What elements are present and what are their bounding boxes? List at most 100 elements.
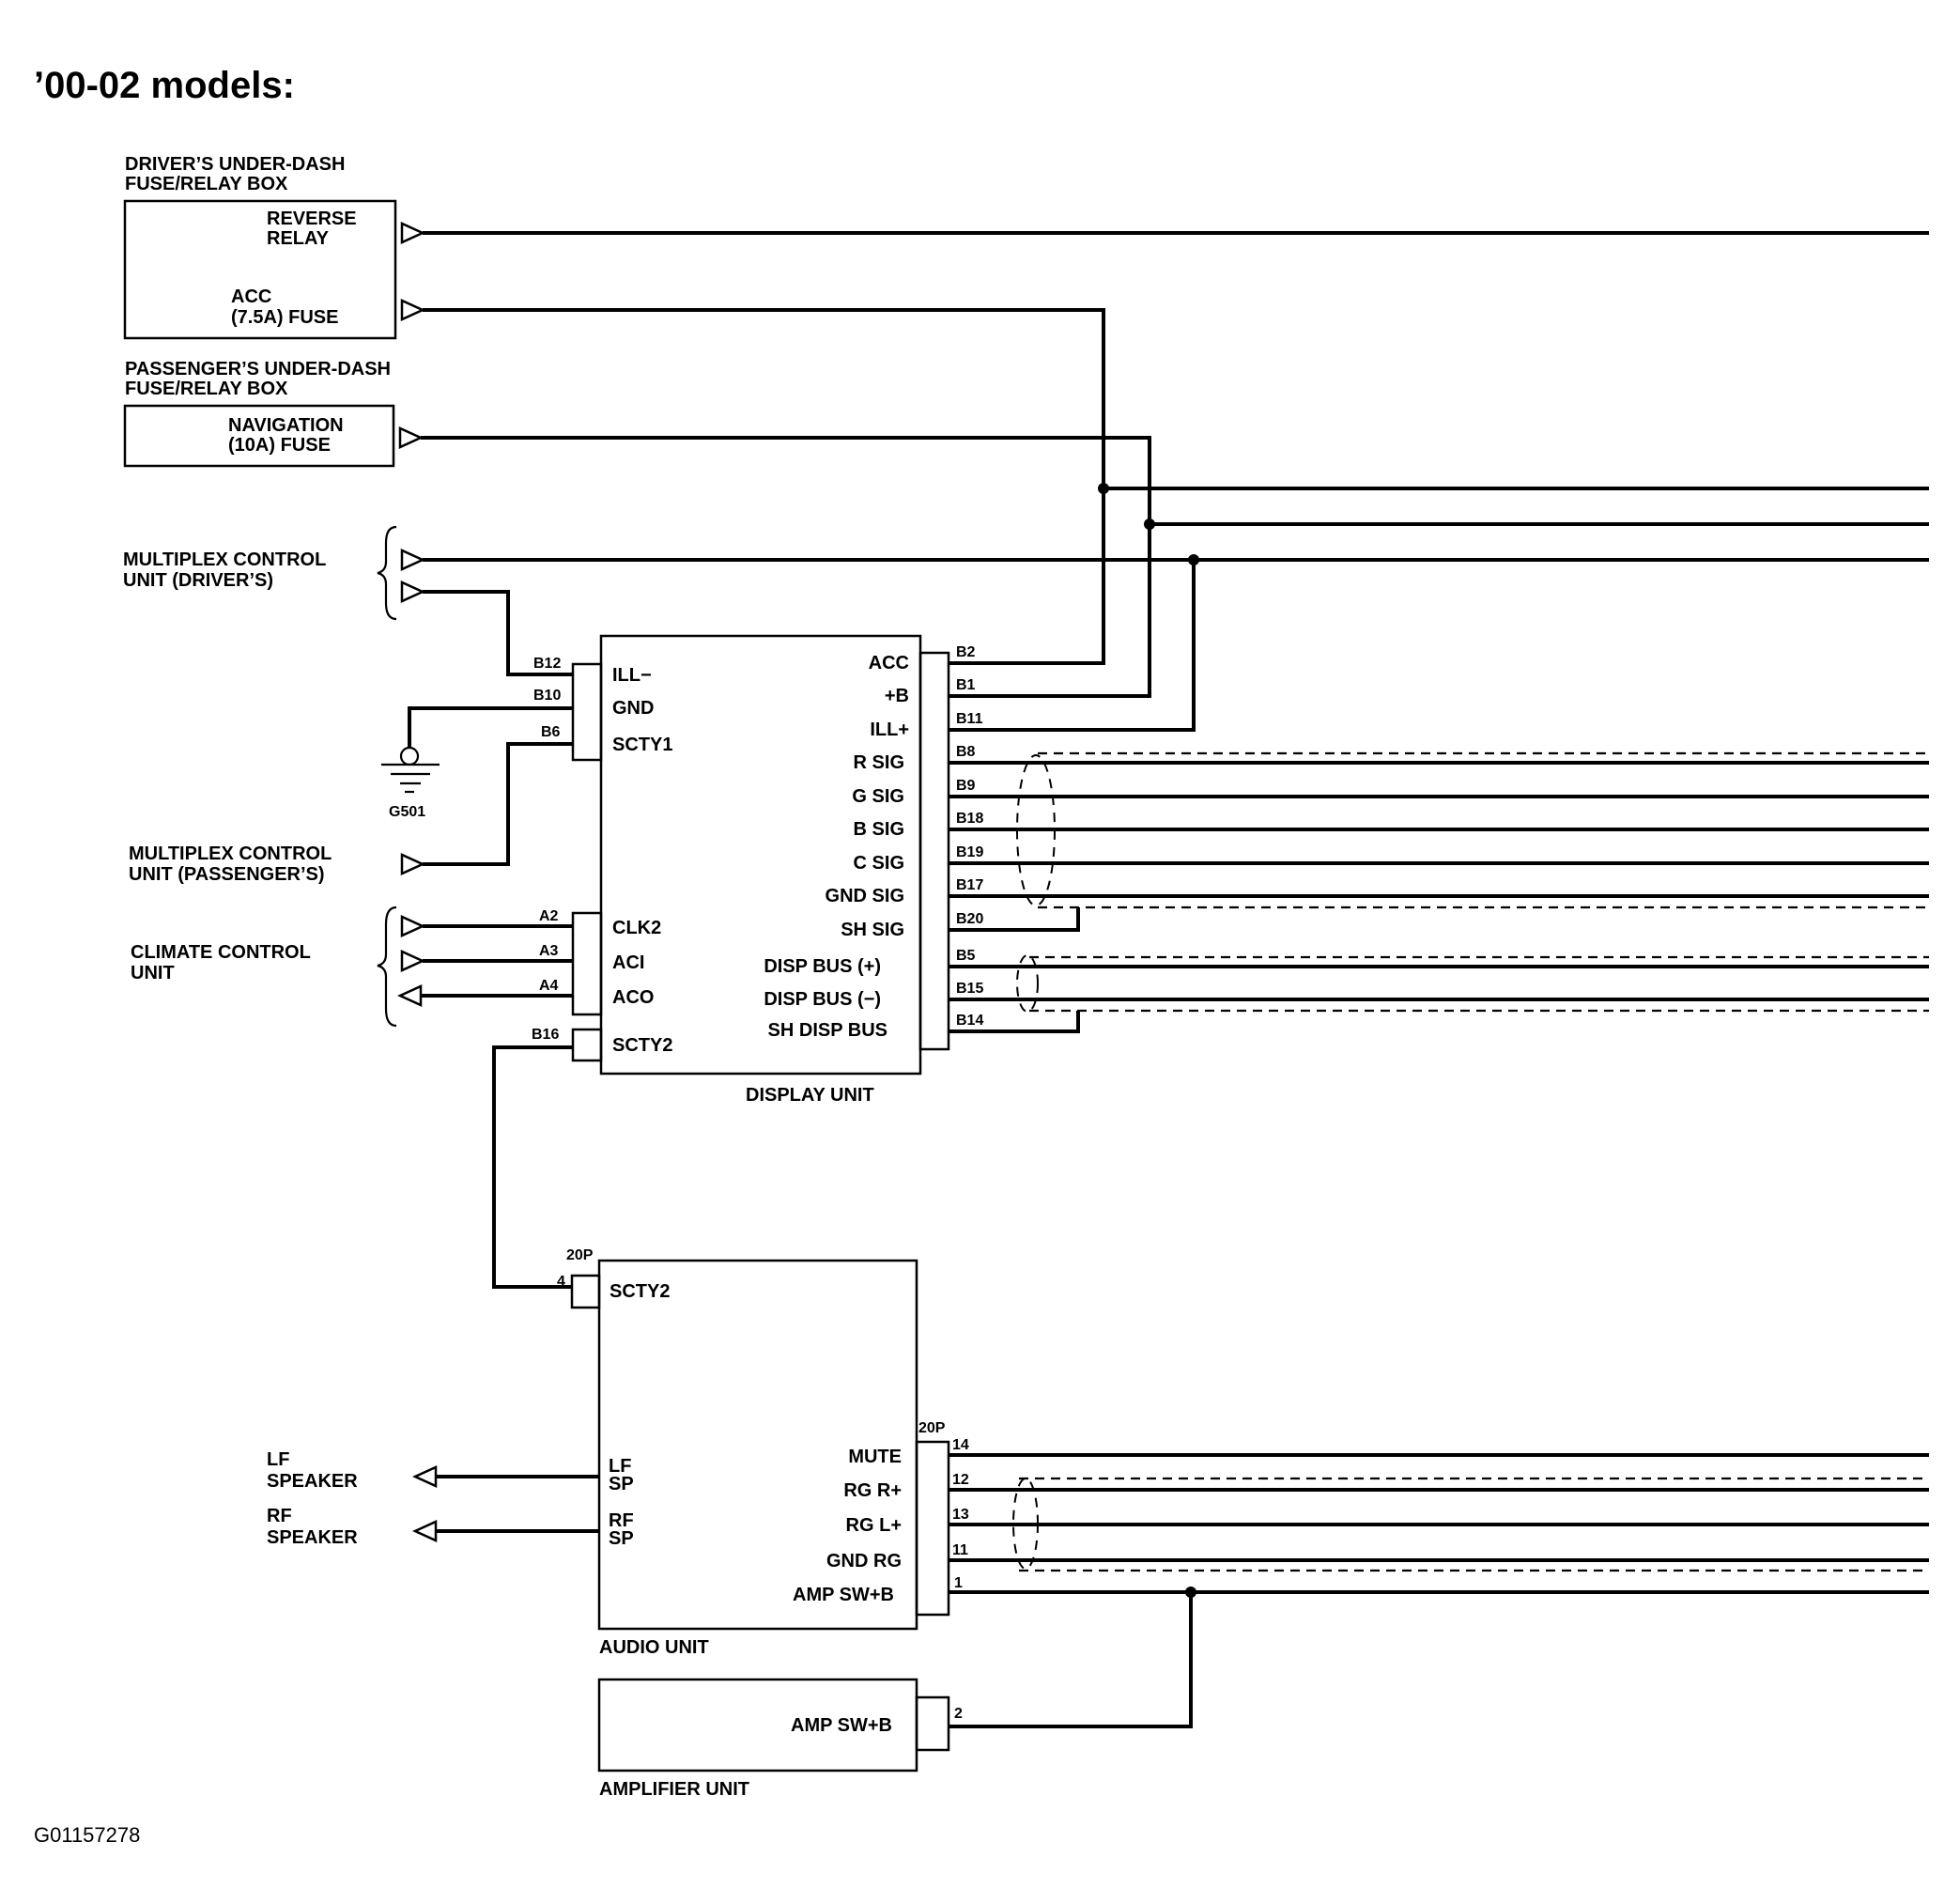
audio-amp-sw-b-label: AMP SW+B: [793, 1585, 894, 1605]
audio-rg-r-plus-label: RG R+: [843, 1480, 902, 1501]
pin-a4: A4: [539, 978, 559, 994]
lf-speaker: LF SPEAKER: [267, 1449, 438, 1492]
shield-rg-ellipse: [1012, 1478, 1039, 1570]
audio-pin-11: 11: [952, 1542, 968, 1558]
wire-sh-sig: [949, 907, 1080, 932]
audio-connector-right-label: 20P: [918, 1420, 946, 1436]
audio-unit-frame: [597, 1259, 918, 1631]
splice-nav: [1144, 519, 1155, 530]
passengers-fuse-relay-box: PASSENGER’S UNDER-DASH FUSE/RELAY BOX NA…: [123, 359, 424, 468]
audio-pin-1: 1: [954, 1575, 963, 1591]
climate-aci-terminal-icon: [400, 950, 426, 972]
figure-code: G01157278: [34, 1823, 140, 1847]
pin-b11: B11: [956, 711, 983, 727]
display-disp-bus-minus-label: DISP BUS (−): [764, 989, 881, 1010]
mcu-drivers-terminal-1-icon: [400, 549, 426, 571]
ground-terminal-icon: [399, 746, 420, 766]
mcu-drivers-label-1: MULTIPLEX CONTROL: [123, 550, 326, 570]
rf-speaker-label-2: SPEAKER: [267, 1527, 358, 1548]
drivers-box-title-1: DRIVER’S UNDER-DASH: [125, 154, 345, 175]
wire-nav-b1: [421, 436, 1151, 698]
audio-unit: AUDIO UNIT 20P 20P 4 SCTY2 LF SP RF SP 1…: [557, 1247, 969, 1658]
audio-rf-sp-label-2: SP: [609, 1528, 634, 1549]
lf-speaker-label-2: SPEAKER: [267, 1471, 358, 1492]
audio-lf-sp-label-2: SP: [609, 1474, 634, 1494]
acc-fuse-label-2: (7.5A) FUSE: [231, 307, 338, 328]
lf-speaker-label-1: LF: [267, 1449, 289, 1470]
audio-unit-label: AUDIO UNIT: [599, 1637, 709, 1658]
ground-label: G501: [389, 804, 425, 820]
pin-b18: B18: [956, 811, 983, 827]
display-aco-label: ACO: [612, 987, 654, 1008]
amplifier-unit: AMPLIFIER UNIT 2 AMP SW+B: [597, 1678, 963, 1800]
climate-label-2: UNIT: [131, 963, 175, 983]
rf-speaker: RF SPEAKER: [267, 1506, 438, 1548]
drivers-box-frame: [123, 199, 397, 340]
pin-b1: B1: [956, 677, 976, 693]
wire-gnd-b10: [408, 706, 573, 748]
amplifier-pin-2: 2: [954, 1706, 963, 1722]
page-title: ’00-02 models:: [34, 65, 295, 106]
display-unit: DISPLAY UNIT B12 ILL− B10 GND B6 SCTY1 A…: [532, 634, 983, 1106]
display-sh-disp-bus-label: SH DISP BUS: [768, 1020, 887, 1041]
pin-b9: B9: [956, 778, 976, 794]
pin-b19: B19: [956, 844, 983, 860]
display-left-connector-a: [571, 911, 603, 1016]
display-left-connector-b: [571, 662, 603, 762]
amplifier-amp-sw-b-label: AMP SW+B: [791, 1715, 892, 1736]
display-c-sig-label: C SIG: [854, 853, 904, 874]
audio-pin-13: 13: [952, 1507, 969, 1523]
acc-fuse-terminal-icon: [400, 299, 426, 321]
display-aci-label: ACI: [612, 952, 644, 973]
display-plus-b-label: +B: [885, 686, 909, 706]
audio-scty2-label: SCTY2: [610, 1281, 670, 1302]
amplifier-connector: [915, 1695, 950, 1752]
mcu-passengers-label-1: MULTIPLEX CONTROL: [129, 844, 332, 864]
splice-acc: [1098, 483, 1109, 494]
display-sh-sig-label: SH SIG: [841, 920, 904, 940]
shield-rgb-ellipse: [1016, 754, 1056, 906]
multiplex-control-unit-passengers: MULTIPLEX CONTROL UNIT (PASSENGER’S): [129, 844, 426, 885]
mcu-passengers-terminal-icon: [400, 853, 426, 875]
display-gnd-label: GND: [612, 698, 654, 719]
acc-fuse-label-1: ACC: [231, 286, 271, 307]
audio-pin-14: 14: [952, 1437, 969, 1453]
wire-mcu-passengers-b6: [423, 742, 573, 866]
mcu-drivers-brace: [377, 525, 397, 621]
pin-b2: B2: [956, 644, 976, 660]
wire-sh-disp-bus: [949, 1011, 1080, 1033]
passengers-box-title-1: PASSENGER’S UNDER-DASH: [125, 359, 391, 379]
lf-speaker-terminal-icon: [411, 1465, 438, 1488]
navigation-fuse-terminal-icon: [398, 426, 424, 449]
display-right-connector: [918, 651, 950, 1051]
navigation-fuse-label-1: NAVIGATION: [228, 415, 344, 436]
pin-a2: A2: [539, 908, 559, 924]
audio-pin-12: 12: [952, 1472, 969, 1488]
reverse-relay-terminal-icon: [400, 222, 426, 244]
display-scty1-label: SCTY1: [612, 735, 672, 755]
pin-b8: B8: [956, 744, 976, 760]
reverse-relay-label-1: REVERSE: [267, 209, 357, 229]
mcu-drivers-terminal-2-icon: [400, 580, 426, 603]
pin-a3: A3: [539, 943, 559, 959]
amplifier-unit-label: AMPLIFIER UNIT: [599, 1779, 749, 1800]
pin-b12: B12: [533, 656, 561, 672]
display-clk2-label: CLK2: [612, 918, 661, 938]
ground-g501: G501: [381, 746, 440, 820]
shield-bus-ellipse: [1016, 954, 1039, 1013]
display-ill-plus-label: ILL+: [870, 720, 909, 740]
wire-amp-sw-b-amplifier: [949, 1592, 1193, 1728]
climate-brace: [377, 906, 397, 1028]
splice-ill: [1188, 554, 1199, 565]
audio-rg-l-plus-label: RG L+: [846, 1515, 902, 1536]
navigation-fuse-label-2: (10A) FUSE: [228, 435, 331, 456]
display-disp-bus-plus-label: DISP BUS (+): [764, 956, 881, 977]
passengers-box-title-2: FUSE/RELAY BOX: [125, 379, 288, 399]
pin-b15: B15: [956, 981, 983, 997]
audio-mute-label: MUTE: [848, 1447, 902, 1467]
pin-b6: B6: [541, 724, 561, 740]
climate-label-1: CLIMATE CONTROL: [131, 942, 311, 963]
display-b-sig-label: B SIG: [854, 819, 904, 840]
audio-left-connector: [570, 1274, 601, 1309]
